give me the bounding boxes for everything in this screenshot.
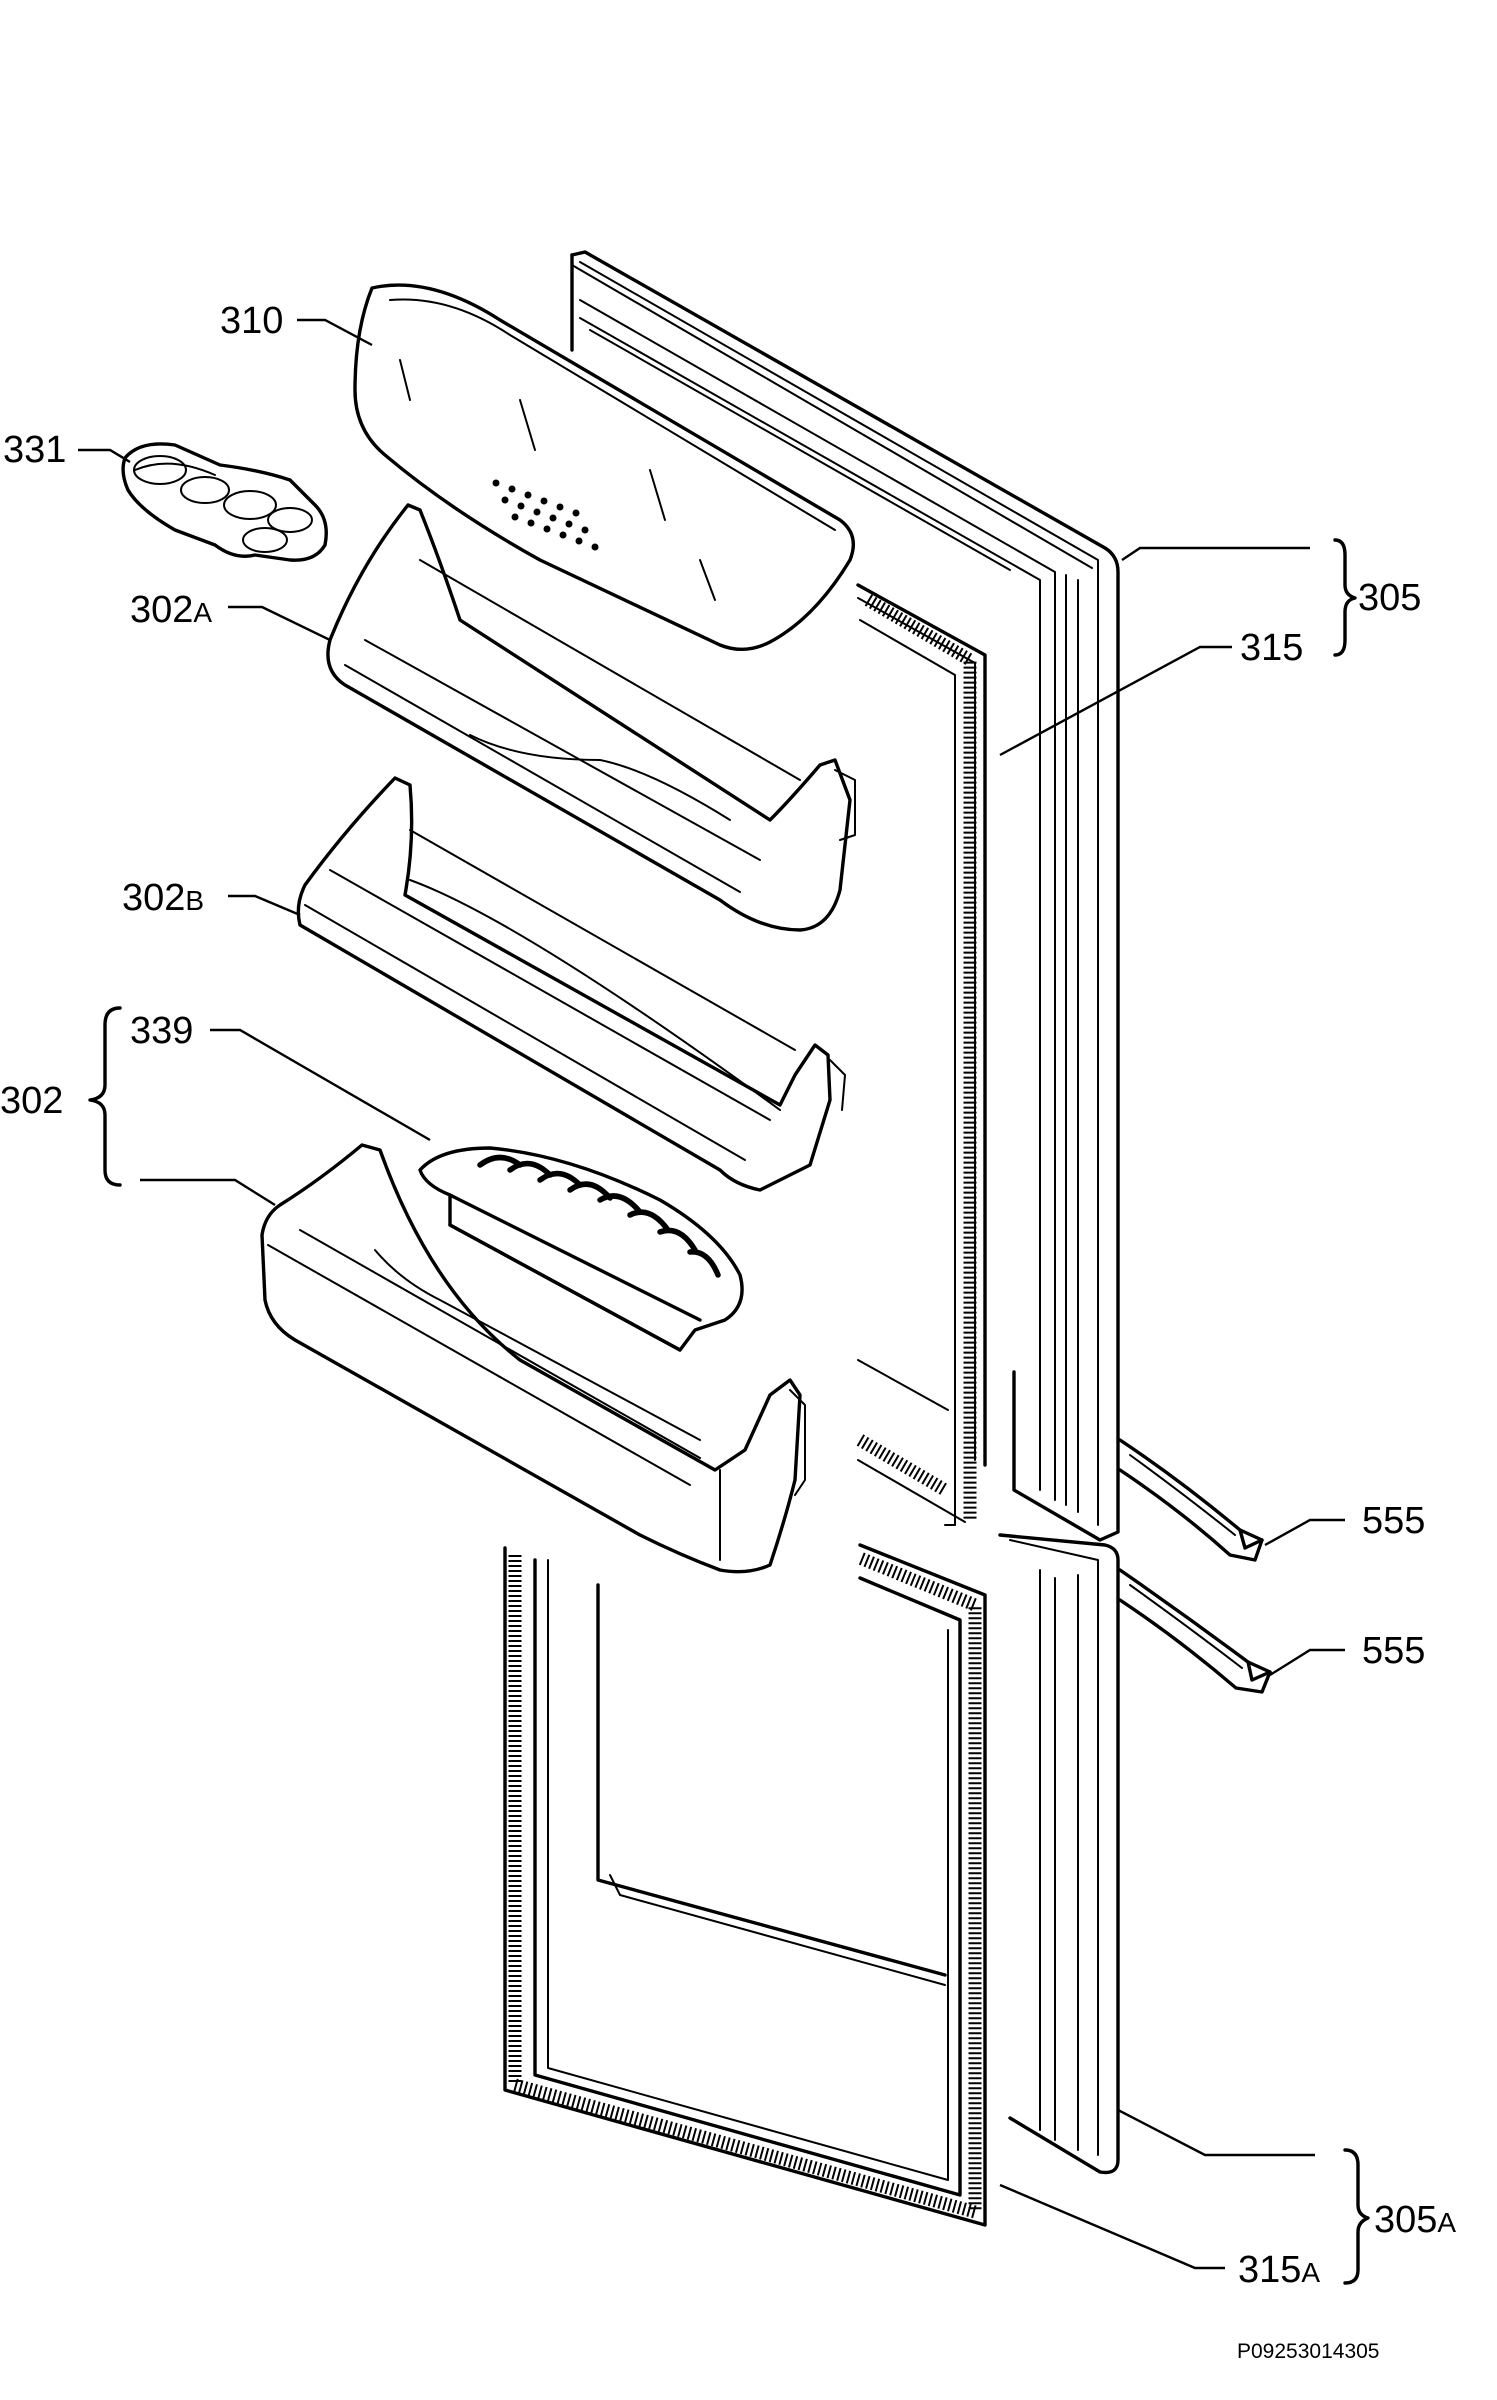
label-302b: 302B <box>122 877 204 919</box>
label-302a: 302A <box>130 589 212 631</box>
leader-lines <box>78 318 1345 2270</box>
hinge-555-upper <box>1118 1438 1264 1562</box>
label-302: 302 <box>0 1080 63 1122</box>
drawing-code: P09253014305 <box>1237 2340 1379 2363</box>
label-305: 305 <box>1358 577 1421 619</box>
egg-tray-331 <box>121 442 328 562</box>
label-339: 339 <box>130 1010 193 1052</box>
door-bin-302b <box>296 776 846 1192</box>
label-305a: 305A <box>1374 2199 1456 2241</box>
label-555-lower: 555 <box>1362 1630 1425 1672</box>
lower-door-305a <box>503 1533 1120 2227</box>
label-315a: 315A <box>1238 2249 1320 2291</box>
bottle-insert-339 <box>418 1146 744 1352</box>
label-310: 310 <box>220 300 283 342</box>
dairy-cover-310 <box>353 283 855 651</box>
label-555-upper: 555 <box>1362 1500 1425 1542</box>
hinge-555-lower <box>1118 1568 1272 1694</box>
label-315: 315 <box>1240 627 1303 669</box>
brace-305a <box>1343 2148 1370 2285</box>
upper-door-305 <box>570 250 1120 1542</box>
brace-305 <box>1333 538 1357 657</box>
brace-302 <box>88 1006 122 1187</box>
door-bin-302a <box>326 503 856 932</box>
door-bin-302 <box>260 1143 806 1574</box>
label-331: 331 <box>3 429 66 471</box>
cover-vent-holes <box>492 479 599 551</box>
